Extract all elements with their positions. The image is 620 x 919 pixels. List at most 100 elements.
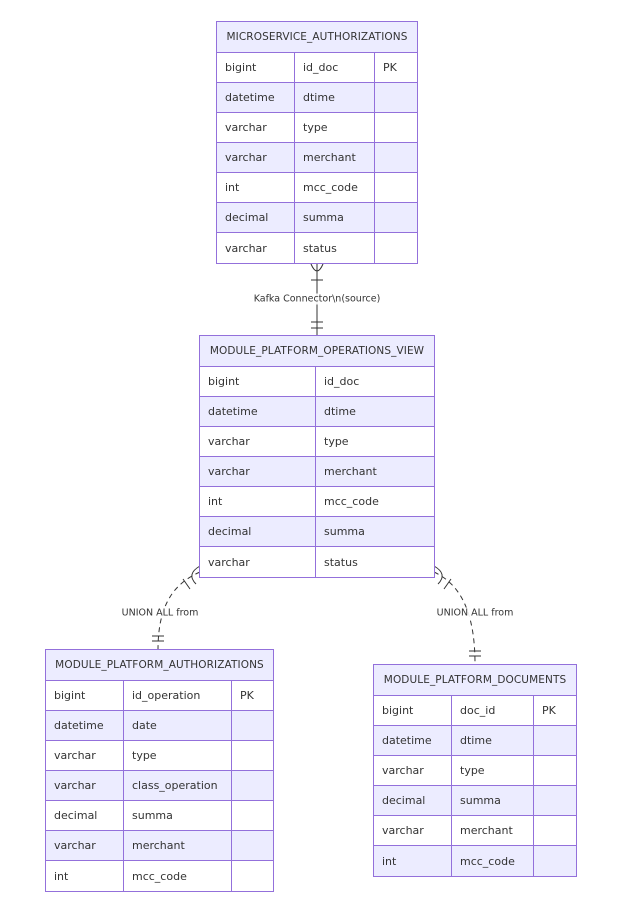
column-type: varchar bbox=[217, 113, 295, 142]
column-key: PK bbox=[542, 704, 556, 717]
crowfoot-right-marker bbox=[433, 565, 452, 590]
column-type: varchar bbox=[217, 233, 295, 263]
column-name: dtime bbox=[452, 726, 534, 755]
column-name: mcc_code bbox=[124, 861, 232, 891]
column-name: mcc_code bbox=[452, 846, 534, 876]
column-type: int bbox=[374, 846, 452, 876]
table-row: varchar merchant bbox=[200, 457, 434, 487]
column-type: decimal bbox=[200, 517, 316, 546]
union-left-line bbox=[157, 571, 201, 651]
table-row: varchar type bbox=[46, 741, 273, 771]
column-type: int bbox=[217, 173, 295, 202]
column-name: dtime bbox=[324, 405, 356, 418]
table-row: datetime dtime bbox=[374, 726, 576, 756]
entity-platform-authorizations[interactable]: MODULE_PLATFORM_AUTHORIZATIONS bigint id… bbox=[45, 649, 274, 892]
column-name: merchant bbox=[452, 816, 534, 845]
entity-platform-documents[interactable]: MODULE_PLATFORM_DOCUMENTS bigint doc_id … bbox=[373, 664, 577, 877]
crowfoot-left-marker bbox=[182, 565, 201, 590]
column-name: mcc_code bbox=[324, 495, 379, 508]
column-name: class_operation bbox=[124, 771, 232, 800]
column-name: summa bbox=[295, 203, 375, 232]
table-row: bigint id_operation PK bbox=[46, 681, 273, 711]
table-row: datetime date bbox=[46, 711, 273, 741]
table-row: bigint doc_id PK bbox=[374, 696, 576, 726]
column-key bbox=[534, 816, 575, 845]
table-row: varchar class_operation bbox=[46, 771, 273, 801]
column-type: bigint bbox=[200, 367, 316, 396]
kafka-connector-label: Kafka Connector\n(source) bbox=[252, 293, 382, 305]
union-left-label: UNION ALL from bbox=[120, 607, 200, 619]
exactly-one-marker bbox=[311, 321, 323, 329]
column-key bbox=[232, 861, 272, 891]
table-row: bigint id_doc PK bbox=[217, 53, 417, 83]
column-key bbox=[232, 711, 272, 740]
column-type: bigint bbox=[217, 53, 295, 82]
column-type: varchar bbox=[374, 816, 452, 845]
table-row: decimal summa bbox=[200, 517, 434, 547]
exactly-one-right-marker bbox=[469, 650, 481, 657]
column-type: varchar bbox=[200, 547, 316, 577]
column-name: type bbox=[124, 741, 232, 770]
column-type: varchar bbox=[374, 756, 452, 785]
table-row: datetime dtime bbox=[200, 397, 434, 427]
column-key bbox=[534, 786, 575, 815]
table-row: varchar type bbox=[374, 756, 576, 786]
table-row: bigint id_doc bbox=[200, 367, 434, 397]
entity-title: MODULE_PLATFORM_DOCUMENTS bbox=[374, 665, 576, 696]
table-row: datetime dtime bbox=[217, 83, 417, 113]
column-name: type bbox=[452, 756, 534, 785]
table-row: decimal summa bbox=[217, 203, 417, 233]
entity-microservice-authorizations[interactable]: MICROSERVICE_AUTHORIZATIONS bigint id_do… bbox=[216, 21, 418, 264]
column-type: bigint bbox=[374, 696, 452, 725]
column-name: id_doc bbox=[295, 53, 375, 82]
exactly-one-left-marker bbox=[152, 635, 164, 642]
column-name: summa bbox=[452, 786, 534, 815]
column-key: PK bbox=[383, 61, 397, 74]
column-name: type bbox=[324, 435, 349, 448]
column-name: merchant bbox=[324, 465, 377, 478]
table-row: decimal summa bbox=[46, 801, 273, 831]
column-name: merchant bbox=[295, 143, 375, 172]
entity-title: MICROSERVICE_AUTHORIZATIONS bbox=[217, 22, 417, 53]
table-row: varchar status bbox=[217, 233, 417, 263]
column-name: id_operation bbox=[124, 681, 232, 710]
entity-title: MODULE_PLATFORM_AUTHORIZATIONS bbox=[46, 650, 273, 681]
column-type: varchar bbox=[46, 741, 124, 770]
column-type: datetime bbox=[374, 726, 452, 755]
column-key bbox=[375, 113, 416, 142]
column-type: int bbox=[200, 487, 316, 516]
column-name: type bbox=[295, 113, 375, 142]
column-name: status bbox=[295, 233, 375, 263]
column-type: decimal bbox=[217, 203, 295, 232]
column-type: datetime bbox=[217, 83, 295, 112]
table-row: int mcc_code bbox=[217, 173, 417, 203]
crowfoot-many-marker bbox=[310, 263, 324, 281]
column-type: decimal bbox=[46, 801, 124, 830]
column-key bbox=[375, 143, 416, 172]
table-row: varchar merchant bbox=[46, 831, 273, 861]
table-row: varchar status bbox=[200, 547, 434, 577]
column-name: merchant bbox=[124, 831, 232, 860]
column-type: varchar bbox=[200, 457, 316, 486]
column-type: varchar bbox=[217, 143, 295, 172]
column-type: varchar bbox=[46, 771, 124, 800]
column-name: date bbox=[124, 711, 232, 740]
table-row: decimal summa bbox=[374, 786, 576, 816]
column-type: int bbox=[46, 861, 124, 891]
column-type: varchar bbox=[200, 427, 316, 456]
column-key: PK bbox=[240, 689, 254, 702]
column-key bbox=[232, 741, 272, 770]
column-key bbox=[232, 831, 272, 860]
column-key bbox=[375, 83, 416, 112]
table-row: varchar merchant bbox=[217, 143, 417, 173]
table-row: varchar type bbox=[217, 113, 417, 143]
column-key bbox=[232, 801, 272, 830]
entity-operations-view[interactable]: MODULE_PLATFORM_OPERATIONS_VIEW bigint i… bbox=[199, 335, 435, 578]
column-type: datetime bbox=[46, 711, 124, 740]
column-type: varchar bbox=[46, 831, 124, 860]
column-key bbox=[375, 233, 416, 263]
union-right-label: UNION ALL from bbox=[435, 607, 515, 619]
column-type: datetime bbox=[200, 397, 316, 426]
column-name: summa bbox=[324, 525, 365, 538]
